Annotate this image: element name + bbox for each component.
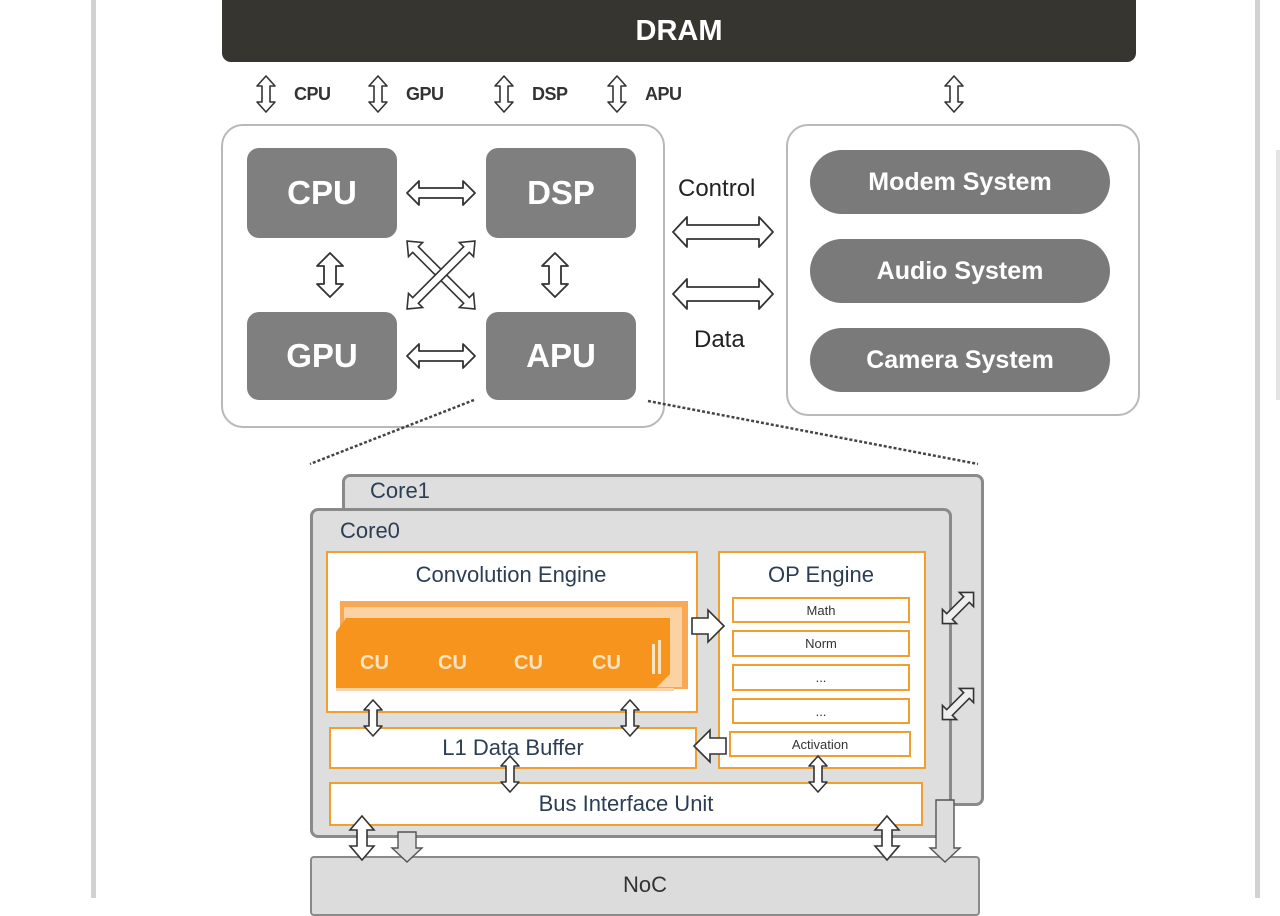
compute-unit-label: CU bbox=[360, 652, 389, 674]
gpu-block: GPU bbox=[247, 312, 397, 400]
dram-port-dsp-label: DSP bbox=[532, 84, 568, 104]
op-engine-title: OP Engine bbox=[767, 562, 874, 587]
dsp-block: DSP bbox=[486, 148, 636, 238]
page-border-right bbox=[1255, 0, 1260, 898]
cpu-label: CPU bbox=[287, 174, 357, 211]
page-border-left bbox=[91, 0, 96, 898]
op-placeholder-label: ... bbox=[815, 703, 827, 719]
dram-port-arrow-icon bbox=[256, 75, 276, 113]
noc-label: NoC bbox=[622, 872, 667, 897]
noc-block: NoC bbox=[310, 856, 980, 916]
op-math: Math bbox=[732, 597, 910, 623]
apu-label: APU bbox=[526, 337, 596, 374]
l1-data-buffer-label: L1 Data Buffer bbox=[442, 735, 584, 760]
cu-array-edge bbox=[336, 688, 674, 691]
camera-system-label: Camera System bbox=[866, 345, 1054, 374]
cu-stack-mark bbox=[652, 644, 655, 674]
dram-port-arrow-icon bbox=[494, 75, 514, 113]
audio-system-block: Audio System bbox=[810, 239, 1110, 303]
op-placeholder-label: ... bbox=[815, 670, 827, 685]
apu-block: APU bbox=[486, 312, 636, 400]
audio-system-label: Audio System bbox=[876, 256, 1044, 285]
op-placeholder: ... bbox=[732, 664, 910, 691]
control-arrow-icon bbox=[672, 216, 774, 248]
dram-port-arrow-icon bbox=[368, 75, 388, 113]
dram-port-apu-label: APU bbox=[645, 84, 682, 104]
convolution-engine-title: Convolution Engine bbox=[415, 562, 607, 587]
core1-label: Core1 bbox=[370, 478, 430, 503]
l1-data-buffer-block: L1 Data Buffer bbox=[329, 727, 697, 769]
core0-label: Core0 bbox=[340, 518, 400, 543]
data-link-label: Data bbox=[694, 326, 745, 353]
cu-stack-mark bbox=[658, 640, 661, 674]
dram-port-arrow-icon bbox=[944, 75, 964, 113]
control-link-label: Control bbox=[678, 175, 756, 202]
op-math-label: Math bbox=[806, 602, 836, 618]
op-activation-label: Activation bbox=[791, 736, 849, 752]
dsp-label: DSP bbox=[527, 174, 595, 211]
op-norm: Norm bbox=[732, 630, 910, 657]
cpu-block: CPU bbox=[247, 148, 397, 238]
gpu-label: GPU bbox=[286, 337, 358, 374]
op-placeholder: ... bbox=[732, 698, 910, 724]
dram-bar: DRAM bbox=[222, 0, 1136, 62]
bus-interface-unit-block: Bus Interface Unit bbox=[329, 782, 923, 826]
compute-unit-label: CU bbox=[514, 652, 543, 674]
camera-system-block: Camera System bbox=[810, 328, 1110, 392]
modem-system-block: Modem System bbox=[810, 150, 1110, 214]
dram-port-cpu-label: CPU bbox=[294, 84, 331, 104]
dram-port-gpu-label: GPU bbox=[406, 84, 444, 104]
cu-array bbox=[336, 618, 670, 688]
compute-unit-label: CU bbox=[592, 652, 621, 674]
scrollbar-track[interactable] bbox=[1276, 150, 1280, 400]
dram-label: DRAM bbox=[635, 14, 723, 47]
dram-port-arrow-icon bbox=[607, 75, 627, 113]
op-activation: Activation bbox=[729, 731, 911, 757]
bus-interface-unit-label: Bus Interface Unit bbox=[538, 791, 714, 816]
op-norm-label: Norm bbox=[805, 636, 837, 651]
modem-system-label: Modem System bbox=[868, 167, 1052, 196]
compute-unit-label: CU bbox=[438, 652, 467, 674]
data-arrow-icon bbox=[672, 278, 774, 310]
